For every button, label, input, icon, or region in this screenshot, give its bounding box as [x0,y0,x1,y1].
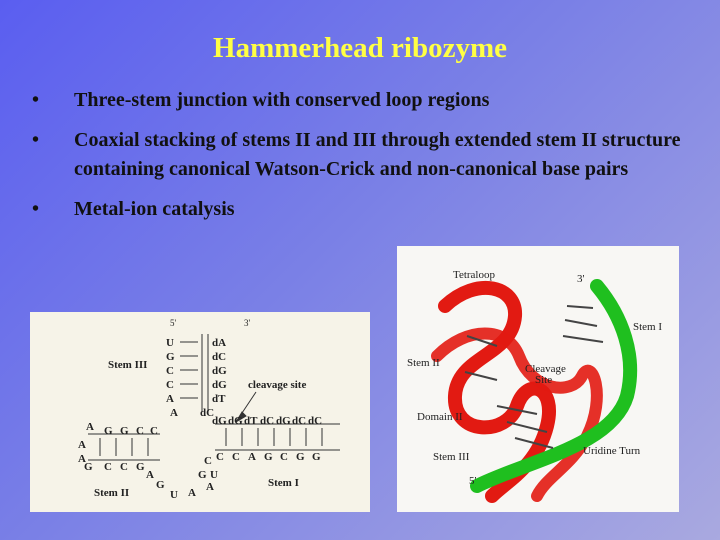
svg-text:C: C [166,379,174,391]
cleavage-site-label: cleavage site [248,379,306,391]
svg-text:G: G [136,461,145,473]
svg-text:G: G [84,461,93,473]
svg-text:G: G [120,425,129,437]
bullet-list: • Three-stem junction with conserved loo… [32,86,682,235]
bullet-item: • Three-stem junction with conserved loo… [32,86,682,115]
svg-text:A: A [78,453,86,465]
svg-text:C: C [120,461,128,473]
cleavage-label: Cleavage [525,363,566,375]
stem-iii-label: Stem III [108,359,147,371]
five-prime-label: 5' [170,318,177,328]
svg-text:A: A [166,393,174,405]
svg-text:dT: dT [212,393,226,405]
svg-text:dG: dG [276,415,291,427]
svg-text:C: C [136,425,144,437]
three-prime-label: 3' [244,318,251,328]
svg-text:U: U [210,469,218,481]
svg-text:G: G [104,425,113,437]
svg-text:dC: dC [292,415,306,427]
stem-i-label: Stem I [268,477,299,489]
svg-text:dG: dG [212,415,227,427]
svg-text:C: C [104,461,112,473]
svg-text:dG: dG [228,415,243,427]
stem-ii-label: Stem II [407,357,440,369]
svg-text:G: G [198,469,207,481]
svg-text:G: G [312,451,321,463]
bullet-text: Metal-ion catalysis [74,198,235,220]
svg-text:A: A [248,451,256,463]
stem-iii-label: Stem III [433,451,470,463]
svg-text:dC: dC [308,415,322,427]
svg-text:A: A [78,439,86,451]
svg-text:C: C [280,451,288,463]
svg-text:C: C [204,455,212,467]
svg-text:A: A [86,421,94,433]
bullet-item: • Metal-ion catalysis [32,195,682,224]
svg-text:U: U [166,337,174,349]
svg-text:U: U [170,489,178,501]
svg-text:dA: dA [212,337,226,349]
bullet-icon: • [32,89,40,111]
svg-text:C: C [166,365,174,377]
svg-text:A: A [146,469,154,481]
bullet-item: • Coaxial stacking of stems II and III t… [32,126,682,184]
bullet-text: Coaxial stacking of stems II and III thr… [74,129,681,180]
svg-text:dT: dT [244,415,258,427]
svg-text:dC: dC [200,407,214,419]
svg-text:G: G [166,351,175,363]
crystal-structure-illustration: Tetraloop Stem I Stem II Domain II Cleav… [397,246,679,512]
svg-text:A: A [188,487,196,499]
uridine-turn-label: Uridine Turn [583,445,641,457]
three-prime-label: 3' [577,273,585,285]
svg-text:dC: dC [212,351,226,363]
svg-text:A: A [170,407,178,419]
svg-text:dG: dG [212,365,227,377]
svg-text:A: A [206,481,214,493]
svg-text:dC: dC [260,415,274,427]
svg-text:C: C [232,451,240,463]
svg-text:G: G [156,479,165,491]
svg-text:dG: dG [212,379,227,391]
stem-ii-label: Stem II [94,487,129,499]
svg-text:G: G [264,451,273,463]
stem-i-label: Stem I [633,321,662,333]
svg-text:G: G [296,451,305,463]
tetraloop-label: Tetraloop [453,269,495,281]
site-label: Site [535,374,552,386]
five-prime-label: 5' [469,475,477,487]
slide-title: Hammerhead ribozyme [213,32,507,64]
bullet-icon: • [32,198,40,220]
bullet-icon: • [32,129,40,151]
svg-text:C: C [216,451,224,463]
svg-text:C: C [150,425,158,437]
domain-ii-label: Domain II [417,411,463,423]
bullet-text: Three-stem junction with conserved loop … [74,89,490,111]
